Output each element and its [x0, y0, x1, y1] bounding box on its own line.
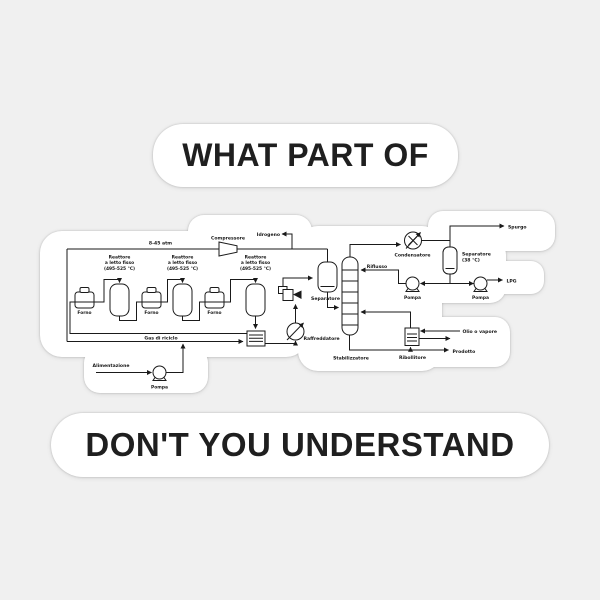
- stabilizer-label: Stabilizzatore: [333, 356, 369, 362]
- furnace-1-label: Forno: [77, 310, 91, 316]
- separator-38c-label-2: (38 °C): [462, 258, 480, 264]
- top-caption: WHAT PART OF: [182, 137, 429, 173]
- lpg-label: LPG: [507, 279, 517, 285]
- furnace-3-icon: [204, 287, 225, 309]
- separator-38c-vessel: [442, 246, 458, 275]
- reactor-3-label-1: Reattore: [245, 254, 267, 260]
- reflux-pump-icon: [405, 276, 420, 292]
- hydrogen-label: Idrogeno: [257, 232, 280, 238]
- reboiler-icon: [404, 327, 420, 346]
- control-valve-icon: [278, 286, 302, 301]
- sticker-top-die-cut: [153, 124, 458, 187]
- reflux-pump-label: Pompa: [404, 295, 421, 301]
- heating-medium-label: Olio o vapore: [463, 329, 498, 335]
- reactor-1-vessel: [109, 283, 130, 317]
- reactor-3-label-2: a letto fisso: [241, 260, 270, 266]
- reactor-3-label-3: (495-525 °C): [240, 266, 271, 272]
- reactor-3-vessel: [245, 283, 266, 317]
- cooler-icon: [286, 322, 305, 341]
- pressure-label: 8-45 atm: [149, 240, 172, 246]
- reactor-2-label-3: (495-525 °C): [167, 266, 198, 272]
- condenser-icon: [404, 231, 422, 250]
- reflux-label: Riflusso: [367, 264, 387, 270]
- feed-label: Alimentazione: [93, 363, 130, 369]
- reactor-1-label-1: Reattore: [109, 254, 131, 260]
- furnace-1-icon: [74, 287, 95, 309]
- lpg-pump-label: Pompa: [472, 295, 489, 301]
- compressor-label: Compressore: [211, 236, 245, 242]
- die-cut-piece: [188, 215, 312, 259]
- furnace-2-icon: [141, 287, 162, 309]
- sticker-bottom-die-cut: [51, 413, 549, 477]
- furnace-2-label: Forno: [144, 310, 158, 316]
- reboiler-label: Ribollitore: [399, 355, 426, 361]
- stabilizer-column: [341, 256, 359, 336]
- reactor-1-label-2: a letto fisso: [105, 260, 134, 266]
- heat-exchanger-icon: [246, 330, 266, 347]
- feed-pump-label: Pompa: [151, 384, 168, 390]
- condenser-label: Condensatore: [394, 253, 430, 259]
- separator-vessel: [317, 261, 338, 293]
- purge-label: Spurgo: [508, 225, 527, 231]
- cooler-label: Raffreddatore: [304, 336, 340, 342]
- feed-pump-icon: [152, 365, 167, 381]
- reactor-2-vessel: [172, 283, 193, 317]
- bottom-caption: DON'T YOU UNDERSTAND: [85, 426, 515, 463]
- product-label: Prodotto: [453, 349, 476, 355]
- reactor-2-label-1: Reattore: [172, 254, 194, 260]
- compressor-symbol: [218, 241, 238, 257]
- separator-label: Separatore: [311, 296, 340, 302]
- furnace-3-label: Forno: [207, 310, 221, 316]
- recycle-gas-label: Gas di riciclo: [144, 335, 177, 341]
- reactor-1-label-3: (495-525 °C): [104, 266, 135, 272]
- lpg-pump-icon: [473, 276, 488, 292]
- reactor-2-label-2: a letto fisso: [168, 260, 197, 266]
- separator-38c-label-1: Separatore: [462, 252, 491, 258]
- die-cut-piece: [84, 347, 208, 393]
- process-lines: [66, 223, 505, 375]
